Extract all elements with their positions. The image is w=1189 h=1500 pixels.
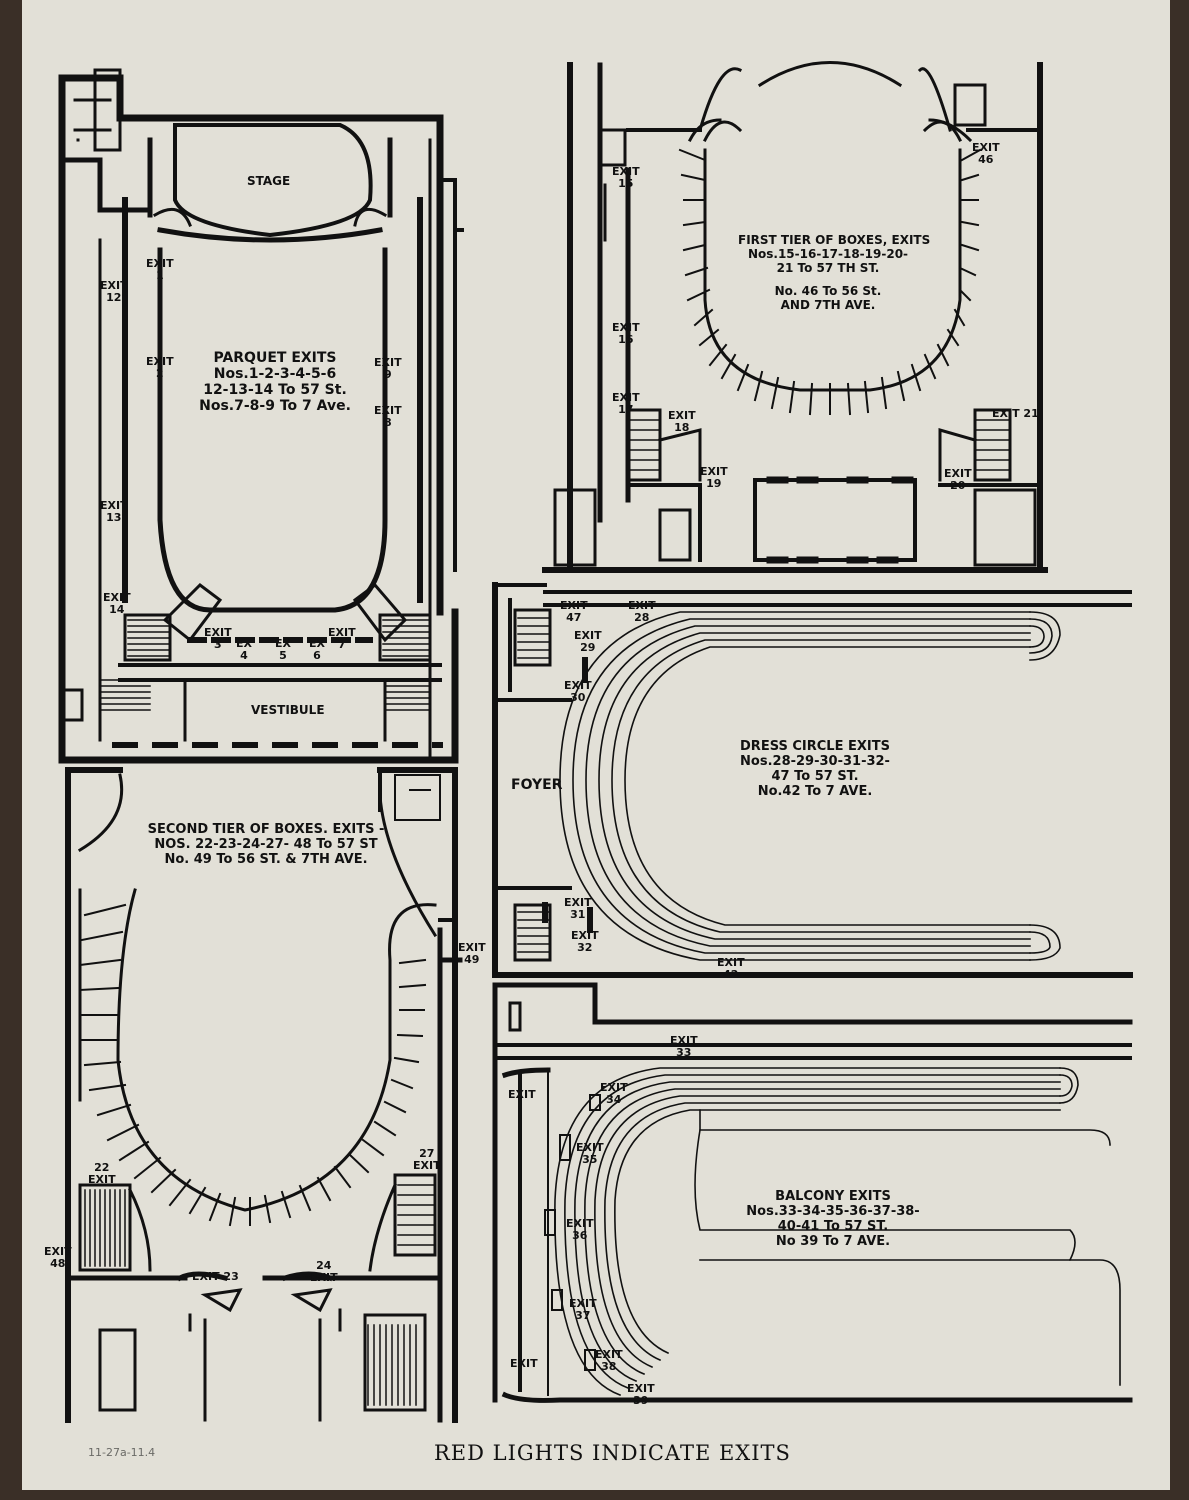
first-tier-plan — [542, 61, 1048, 573]
parquet-plan — [58, 68, 464, 764]
stage-label: STAGE — [247, 174, 291, 188]
balcony-title: BALCONY EXITS Nos.33-34-35-36-37-38- 40-… — [743, 1189, 923, 1250]
dress-circle-title-line-1: DRESS CIRCLE EXITS — [740, 739, 890, 754]
first-tier-title-line-3: 21 To 57 TH ST. — [776, 260, 880, 275]
exit-label-21: EXIT 21 — [992, 407, 1039, 420]
balcony-title-line-1: BALCONY EXITS — [775, 1189, 891, 1204]
vestibule-label: VESTIBULE — [251, 703, 325, 717]
parquet-title-line-2: Nos.1-2-3-4-5-6 — [213, 366, 337, 383]
dress-circle-title-line-3: 47 To 57 ST. — [771, 768, 859, 784]
second-tier-title-line-2: NOS. 22-23-24-27- 48 To 57 ST — [154, 836, 378, 852]
first-tier-title-line-5: AND 7TH AVE. — [780, 298, 876, 313]
balcony-plan — [492, 982, 1133, 1403]
exit-label-balcony-lower: EXIT — [510, 1357, 538, 1370]
balcony-title-line-3: 40-41 To 57 ST. — [777, 1218, 889, 1234]
balcony-title-line-2: Nos.33-34-35-36-37-38- — [746, 1203, 920, 1219]
pencil-note: 11-27a-11.4 — [88, 1446, 156, 1459]
first-tier-title: FIRST TIER OF BOXES, EXITS Nos.15-16-17-… — [738, 233, 931, 313]
first-tier-title-line-2: Nos.15-16-17-18-19-20- — [747, 246, 909, 261]
first-tier-title-line-1: FIRST TIER OF BOXES, EXITS — [738, 233, 931, 247]
balcony-title-line-4: No 39 To 7 AVE. — [775, 1233, 891, 1249]
dress-circle-title-line-2: Nos.28-29-30-31-32- — [740, 753, 890, 769]
foyer-label: FOYER — [511, 777, 563, 793]
second-tier-title-line-1: SECOND TIER OF BOXES. EXITS - — [147, 822, 385, 837]
dress-circle-title-line-4: No.42 To 7 AVE. — [757, 783, 873, 799]
first-tier-title-line-4: No. 46 To 56 St. — [774, 284, 882, 299]
dress-circle-plan — [492, 582, 1133, 978]
dress-circle-title: DRESS CIRCLE EXITS Nos.28-29-30-31-32- 4… — [730, 739, 900, 800]
parquet-title-line-1: PARQUET EXITS — [213, 350, 337, 366]
parquet-exits-title: PARQUET EXITS Nos.1-2-3-4-5-6 12-13-14 T… — [175, 350, 375, 414]
parquet-title-line-3: 12-13-14 To 57 St. — [203, 382, 347, 399]
second-tier-plan — [65, 767, 463, 1423]
caption: RED LIGHTS INDICATE EXITS — [434, 1441, 791, 1465]
second-tier-title: SECOND TIER OF BOXES. EXITS - NOS. 22-23… — [136, 822, 396, 868]
exit-label-balcony-upper: EXIT — [508, 1088, 536, 1101]
parquet-title-line-4: Nos.7-8-9 To 7 Ave. — [199, 398, 351, 415]
second-tier-title-line-3: No. 49 To 56 ST. & 7TH AVE. — [164, 851, 368, 867]
exit-label-23: EXIT 23 — [192, 1270, 239, 1283]
